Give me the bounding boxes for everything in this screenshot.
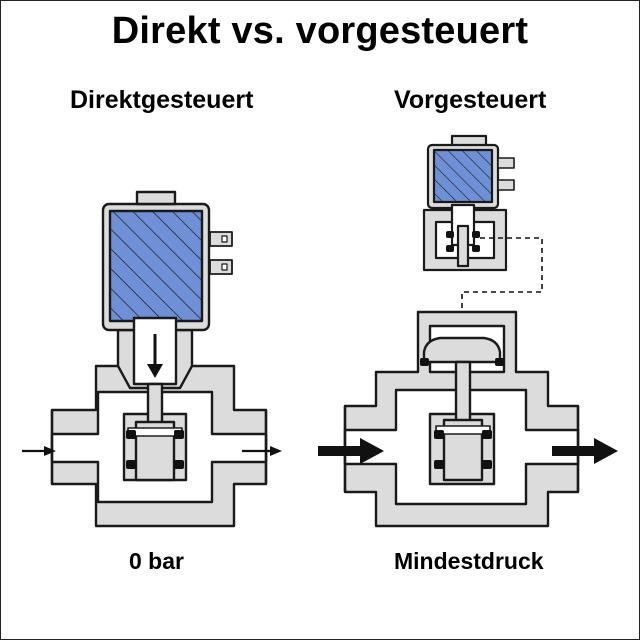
- main-flow-out-arrow: [552, 438, 618, 464]
- direct-terminal-top: [209, 231, 233, 247]
- direct-seals: [126, 430, 184, 469]
- main-diaphragm-seal: [495, 358, 504, 366]
- main-valve: [343, 310, 580, 528]
- main-stem: [454, 360, 472, 424]
- main-diaphragm-seal: [420, 358, 429, 366]
- right-caption: Mindestdruck: [394, 548, 544, 574]
- main-seal: [482, 430, 492, 439]
- left-heading: Direktgesteuert: [70, 86, 254, 114]
- direct-seal: [126, 460, 136, 469]
- main-diaphragm: [422, 336, 502, 364]
- main-seals: [420, 358, 504, 469]
- pilot-seal: [446, 231, 454, 238]
- direct-terminal-bottom: [209, 259, 233, 275]
- pilot-valve: [422, 134, 515, 272]
- direct-terminal-top-hole: [221, 235, 228, 243]
- main-seal: [434, 460, 444, 469]
- direct-coil: [108, 209, 204, 323]
- pilot-terminal-bottom: [497, 179, 515, 191]
- direct-seal: [174, 460, 184, 469]
- direct-disc-guide: [127, 427, 183, 437]
- pilot-seal: [472, 245, 480, 252]
- direct-seal: [126, 430, 136, 439]
- pilot-seal: [472, 231, 480, 238]
- pilot-stem: [456, 224, 470, 268]
- main-disc-guide: [435, 425, 491, 435]
- pilot-seal: [446, 245, 454, 252]
- diagram-title: Direkt vs. vorgesteuert: [111, 10, 529, 52]
- pilot-coil: [432, 148, 494, 204]
- pilot-line-dashed: [461, 237, 543, 328]
- direct-plunger-arrow: [147, 334, 163, 378]
- main-flow-in-arrow: [318, 438, 384, 464]
- main-seal: [482, 460, 492, 469]
- pilot-seals: [446, 231, 480, 252]
- direct-stem: [146, 382, 164, 426]
- main-seal: [434, 430, 444, 439]
- right-heading: Vorgesteuert: [394, 86, 547, 114]
- direct-flow-in-arrow: [22, 446, 56, 456]
- direct-valve: [50, 190, 268, 528]
- direct-flow-out-arrow: [242, 446, 282, 456]
- direct-seal: [174, 430, 184, 439]
- left-caption: 0 bar: [129, 548, 184, 574]
- pilot-terminal-top: [497, 157, 515, 169]
- direct-terminal-bottom-hole: [221, 263, 228, 271]
- direct-coil-cap: [135, 190, 177, 206]
